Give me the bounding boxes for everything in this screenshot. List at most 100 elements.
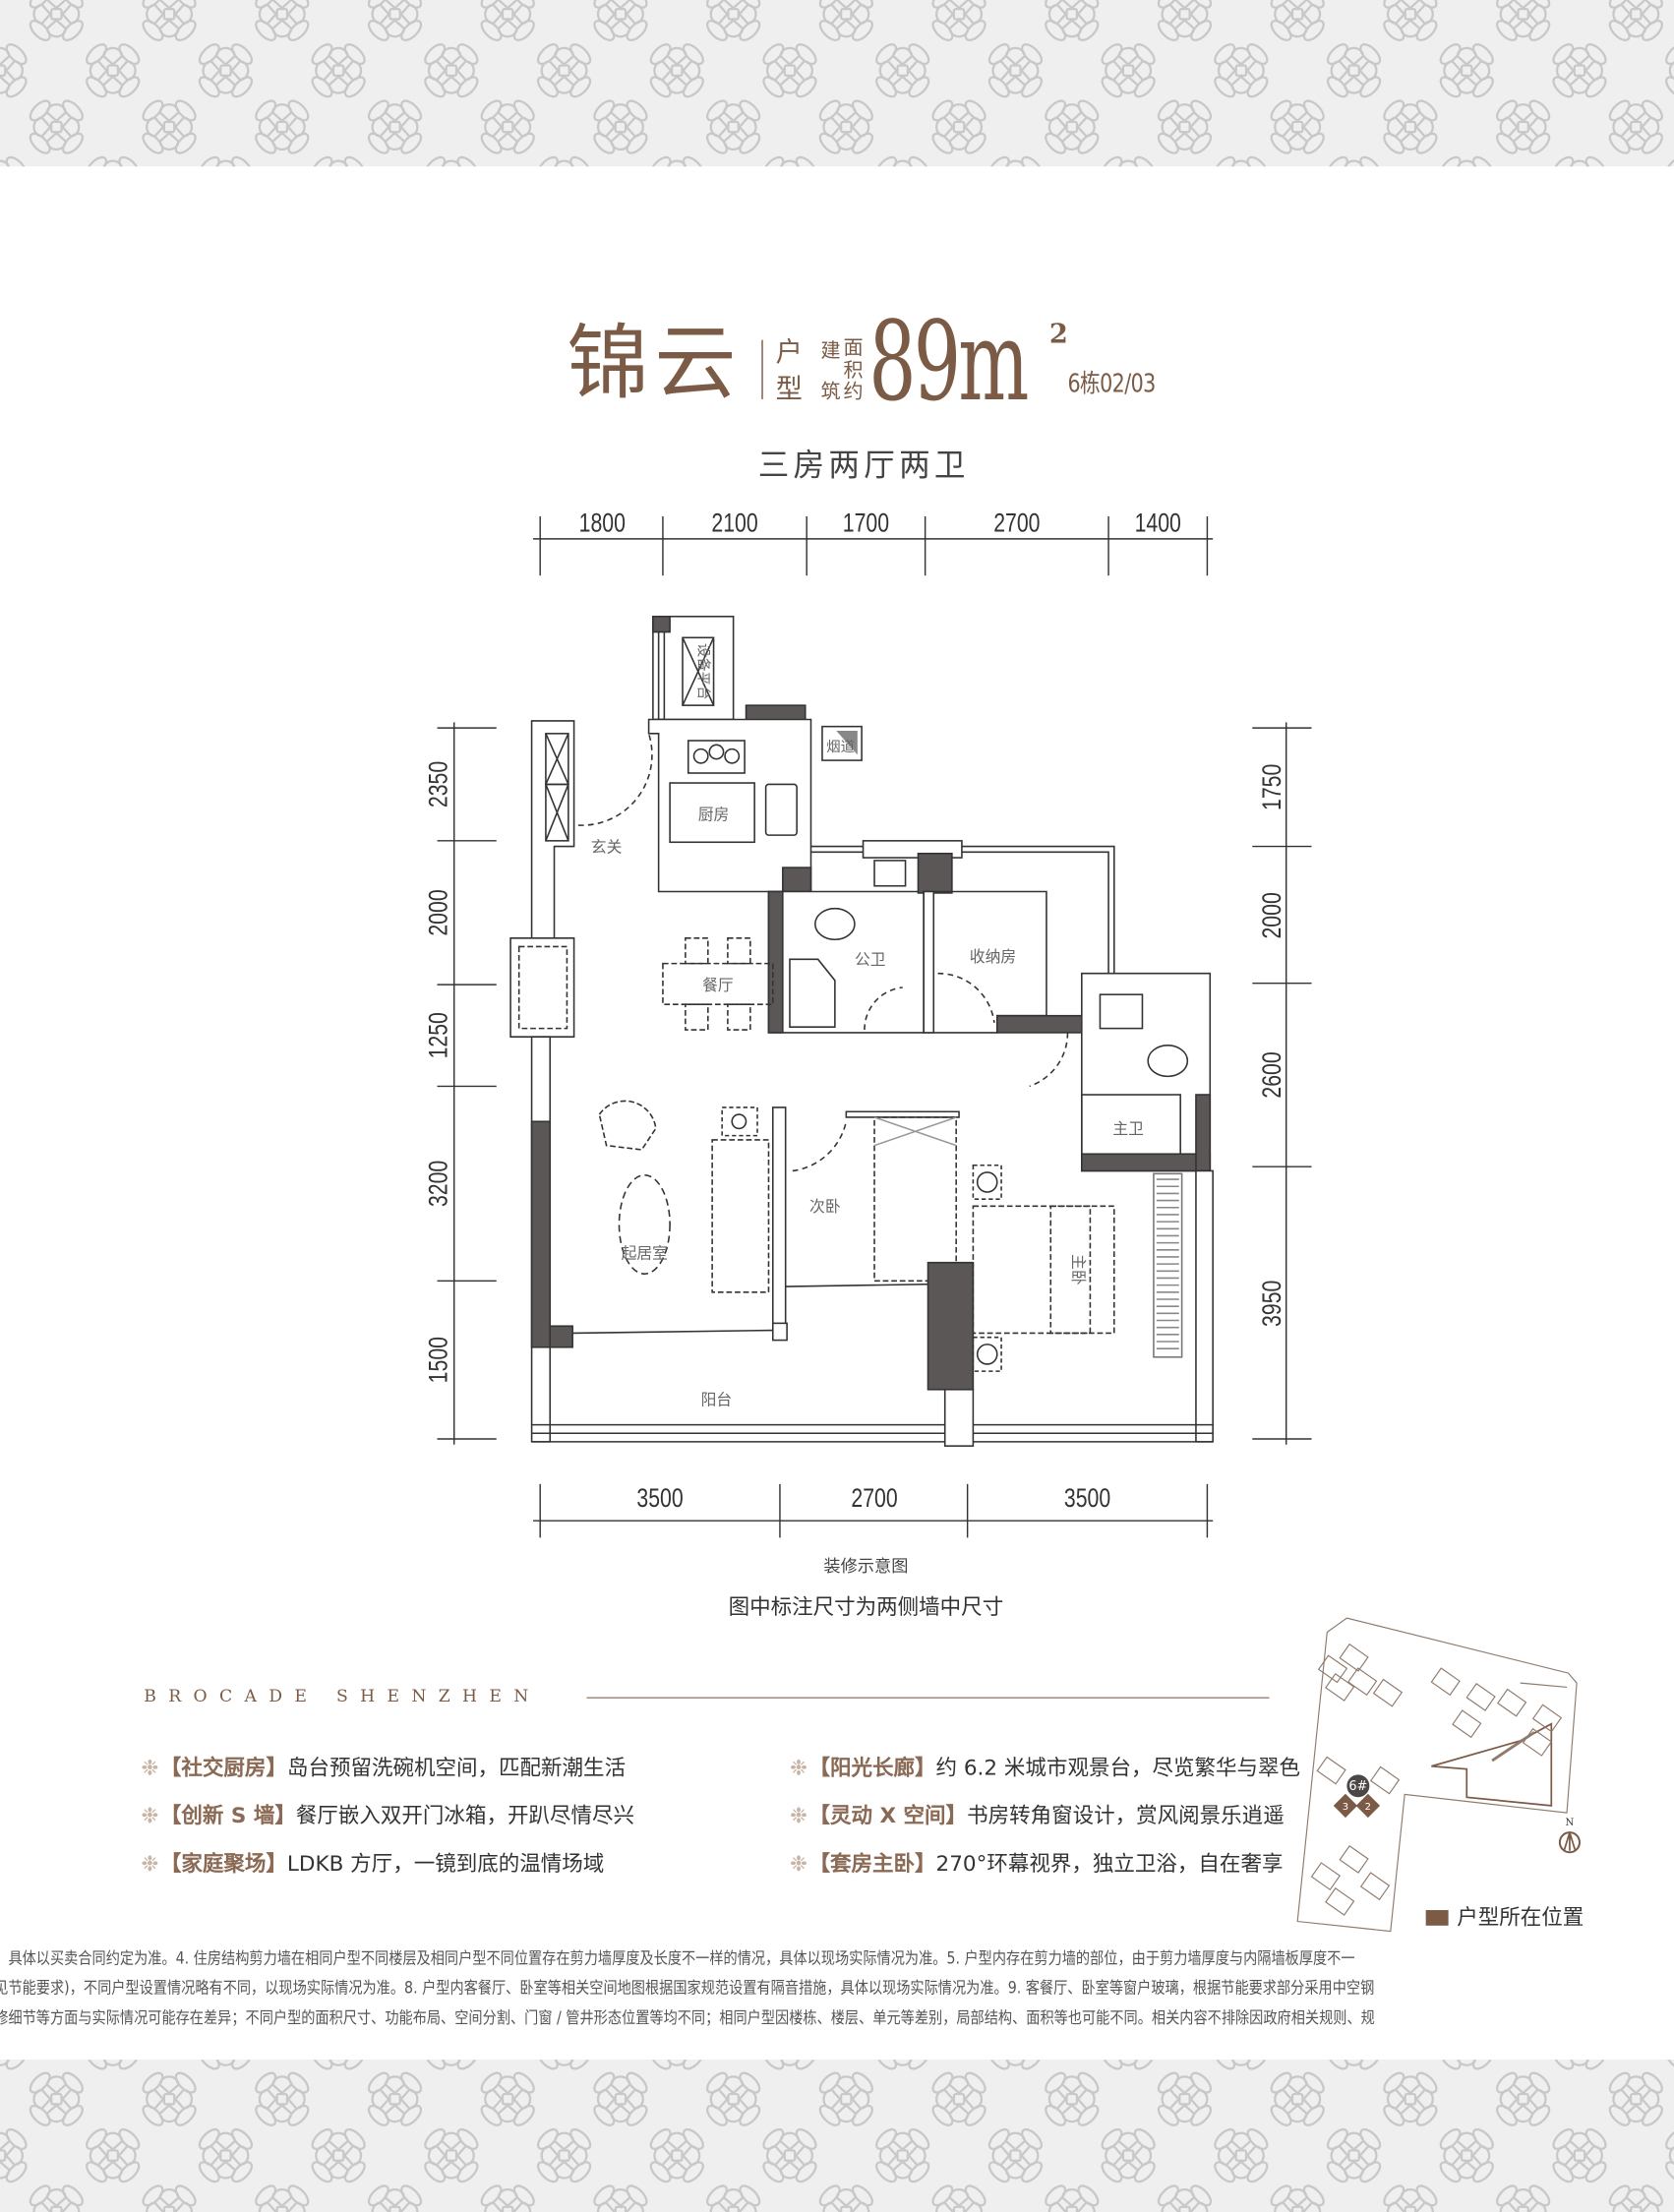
room-label-dining: 餐厅	[702, 976, 734, 995]
disclaimer-line: 见节能要求)，不同户型设置情况略有不同，以现场实际情况为准。8. 户型内客餐厅、…	[0, 1977, 1375, 1998]
feature-text: LDKB 方厅，一镜到底的温情场域	[286, 1850, 605, 1877]
clubhouse	[1431, 1722, 1553, 1807]
dimension-lines-bottom	[533, 1483, 1214, 1538]
room-label-kitchen: 厨房	[697, 805, 730, 824]
feature-tag: 【灵动 X 空间】	[808, 1803, 968, 1828]
fridge-bay	[509, 937, 575, 1038]
building-6-marker	[1346, 1774, 1370, 1798]
master-bath-sink	[1099, 993, 1144, 1030]
site-building	[1339, 1643, 1369, 1672]
brand-name: BROCADE SHENZHEN	[144, 1685, 541, 1706]
site-building	[1317, 1654, 1348, 1684]
wardrobe	[1153, 1172, 1183, 1358]
site-building	[1452, 1709, 1482, 1739]
disclaimer-line: ，具体以买卖合同约定为准。4. 住房结构剪力墙在相同户型不同楼层及相同户型不同位…	[0, 1947, 1355, 1968]
site-building	[1372, 1678, 1404, 1707]
area-unit-superscript: 2	[1048, 319, 1068, 350]
unit-number: 3	[1343, 1802, 1348, 1813]
ornament-icon: ❉	[141, 1850, 159, 1877]
feature-item: ❉【家庭聚场】LDKB 方厅，一镜到底的温情场域	[141, 1851, 604, 1877]
dimension-label-bottom: 2700	[850, 1483, 897, 1515]
site-building	[1339, 1844, 1369, 1874]
ornament-icon: ❉	[789, 1850, 808, 1877]
brand-divider	[586, 1697, 1270, 1699]
dimension-label-right: 2000	[1258, 891, 1288, 938]
site-building	[1310, 1862, 1341, 1891]
dimension-label-right: 1750	[1258, 763, 1288, 810]
dimension-label-left: 2000	[424, 889, 454, 936]
feature-tag: 【社交厨房】	[159, 1755, 287, 1781]
kitchen-sink	[764, 783, 798, 836]
room-label-second-bedroom: 次卧	[809, 1197, 841, 1217]
feature-tag: 【创新 S 墙】	[159, 1803, 296, 1828]
feature-text: 270°环幕视界，独立卫浴，自在奢享	[935, 1850, 1284, 1877]
unit-number: 2	[1365, 1802, 1371, 1813]
ornament-icon: ❉	[789, 1803, 808, 1828]
area-label-col2: 面 积 约	[843, 338, 863, 403]
room-label-flue: 烟道	[826, 740, 855, 756]
dimension-label-top: 1400	[1134, 508, 1181, 539]
kitchen	[647, 718, 812, 893]
dimension-lines-top	[533, 515, 1214, 576]
top-pattern-band	[0, 0, 1674, 167]
site-boundary	[1296, 1617, 1578, 1933]
area-label-char: 积	[843, 359, 864, 382]
area-label-char: 面	[843, 336, 864, 360]
site-building	[1430, 1667, 1461, 1697]
dimension-label-top: 1700	[842, 508, 890, 539]
area-label-char: 筑	[820, 381, 841, 404]
wall-dark-left	[530, 1120, 552, 1348]
dimension-lines-left	[437, 722, 497, 1445]
feature-item: ❉【灵动 X 空间】书房转角窗设计，赏风阅景乐逍遥	[790, 1803, 1285, 1828]
coffee-table	[618, 1173, 671, 1275]
feature-text: 餐厅嵌入双开门冰箱，开趴尽情尽兴	[295, 1803, 635, 1828]
ac-unit	[682, 636, 715, 706]
dimension-label-bottom: 3500	[1063, 1483, 1111, 1515]
feature-tag: 【家庭聚场】	[159, 1850, 287, 1877]
site-building	[1316, 1756, 1346, 1785]
feature-text: 岛台预留洗碗机空间，匹配新潮生活	[286, 1755, 627, 1781]
decoration-caption: 装修示意图	[823, 1556, 909, 1577]
room-label-entry: 玄关	[590, 837, 623, 857]
site-building	[1359, 1872, 1391, 1901]
armchair	[598, 1100, 657, 1151]
second-bedroom-bed	[873, 1116, 957, 1283]
type-label-char: 户	[775, 336, 803, 369]
dimension-label-top: 1800	[577, 508, 626, 539]
area-label-char: 约	[843, 381, 864, 404]
building-number: 6#	[1348, 1779, 1367, 1794]
toilet	[814, 907, 856, 941]
room-label-master-bath: 主卫	[1112, 1119, 1144, 1139]
legend-label: 户型所在位置	[1457, 1904, 1584, 1931]
north-arrow-icon	[1558, 1831, 1581, 1854]
sofa	[711, 1139, 770, 1293]
ornament-icon: ❉	[789, 1755, 808, 1781]
master-toilet	[1147, 1045, 1189, 1078]
feature-item: ❉【社交厨房】岛台预留洗碗机空间，匹配新潮生活	[141, 1755, 626, 1780]
layout-description: 三房两厅两卫	[757, 448, 970, 484]
dimension-label-left: 2350	[424, 760, 454, 808]
area-label-char: 建	[820, 339, 841, 363]
equipment-platform	[652, 616, 735, 721]
feature-tag: 【阳光长廊】	[808, 1755, 936, 1781]
bath-sink	[873, 860, 907, 887]
north-label: N	[1566, 1818, 1575, 1828]
feature-text: 约 6.2 米城市观景台，尽览繁华与翠色	[935, 1755, 1301, 1781]
dimension-label-right: 3950	[1258, 1279, 1288, 1327]
site-building	[1325, 1887, 1355, 1916]
legend-swatch	[1425, 1910, 1449, 1926]
dimension-note: 图中标注尺寸为两侧墙中尺寸	[728, 1593, 1004, 1620]
bottom-pattern-band	[0, 2060, 1674, 2212]
disclaimer: ，具体以买卖合同约定为准。4. 住房结构剪力墙在相同户型不同楼层及相同户型不同位…	[0, 1945, 1674, 2036]
site-building	[1531, 1704, 1563, 1733]
feature-tag: 【套房主卧】	[808, 1850, 936, 1877]
disclaimer-line: 修细节等方面与实际情况可能存在差异；不同户型的面积尺寸、功能布局、空间分割、门窗…	[0, 2007, 1375, 2028]
feature-text: 书房转角窗设计，赏风阅景乐逍遥	[967, 1803, 1285, 1828]
balcony-railing	[531, 1423, 1214, 1443]
room-label-living: 起居室	[621, 1244, 668, 1263]
site-building	[1369, 1765, 1401, 1795]
site-building	[1497, 1688, 1527, 1717]
